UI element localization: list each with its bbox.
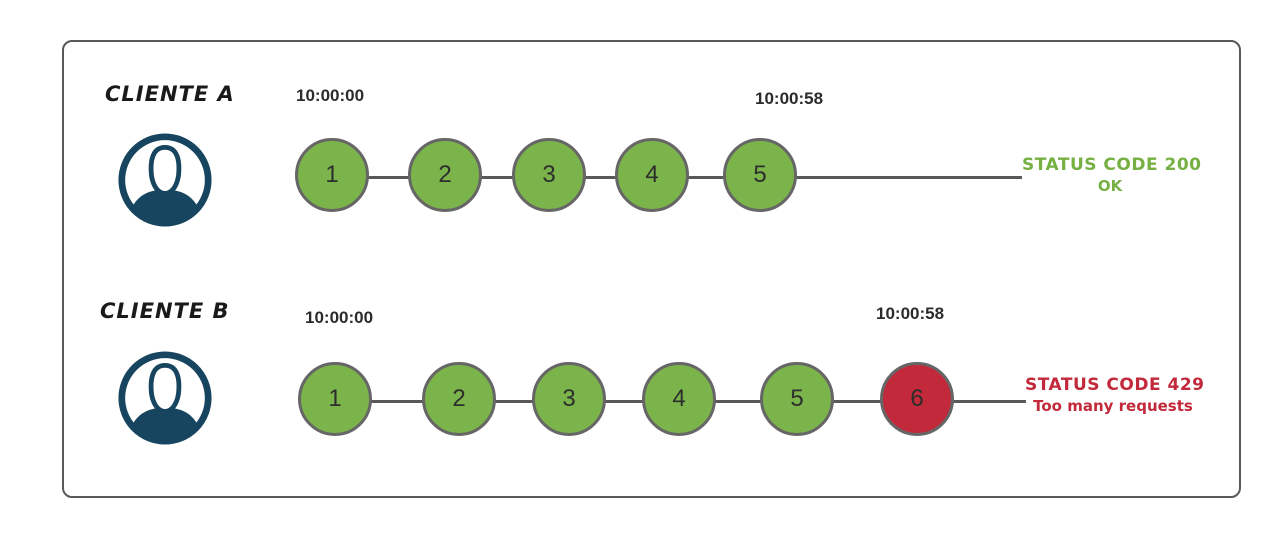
request-circle: 2 [408, 138, 482, 212]
request-circle: 1 [298, 362, 372, 436]
request-circle: 1 [295, 138, 369, 212]
request-circle: 5 [760, 362, 834, 436]
request-circle: 6 [880, 362, 954, 436]
client-a-label: CLIENTE A [105, 82, 235, 106]
request-circle: 4 [615, 138, 689, 212]
request-circle: 4 [642, 362, 716, 436]
row-b-start-timestamp: 10:00:00 [305, 308, 374, 327]
row-b-end-timestamp: 10:00:58 [876, 304, 945, 323]
row-a-end-timestamp: 10:00:58 [755, 89, 824, 108]
request-circle: 3 [532, 362, 606, 436]
user-avatar-icon [118, 351, 212, 445]
user-avatar-icon [118, 133, 212, 227]
request-circle: 5 [723, 138, 797, 212]
rate-limit-panel [62, 40, 1241, 498]
request-circle: 2 [422, 362, 496, 436]
row-a-start-timestamp: 10:00:00 [296, 86, 365, 105]
row-a-status-code: STATUS CODE 200 [1022, 155, 1202, 175]
client-b-label: CLIENTE B [100, 299, 230, 323]
row-b-status-code: STATUS CODE 429 [1025, 375, 1205, 395]
request-circle: 3 [512, 138, 586, 212]
row-a-status-message: OK [1097, 177, 1123, 195]
row-b-status-message: Too many requests [1033, 397, 1193, 415]
row-a-status-text: STATUS CODE 200 OK [1022, 154, 1202, 196]
row-b-status-text: STATUS CODE 429 Too many requests [1025, 374, 1205, 416]
